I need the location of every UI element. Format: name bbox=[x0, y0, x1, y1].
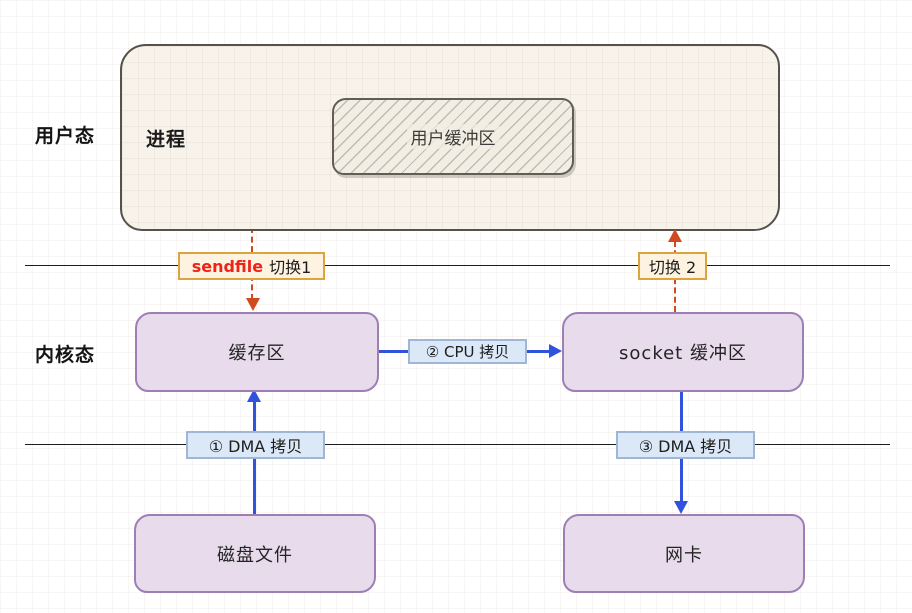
switch1-arrowhead-icon bbox=[246, 298, 260, 311]
switch2-arrowhead-icon bbox=[668, 229, 682, 242]
process-label: 进程 bbox=[146, 128, 187, 150]
socket-buffer-node: socket 缓冲区 bbox=[562, 312, 804, 392]
process-node: 进程 用户缓冲区 bbox=[120, 44, 780, 231]
dma-copy1-label: ① DMA 拷贝 bbox=[208, 437, 303, 456]
disk-file-label: 磁盘文件 bbox=[217, 544, 293, 566]
cpu-copy-arrowhead-icon bbox=[549, 344, 562, 358]
disk-file-node: 磁盘文件 bbox=[134, 514, 376, 593]
switch1-label: 切换1 bbox=[269, 258, 312, 277]
kernel-hardware-boundary-line bbox=[25, 444, 890, 445]
kernel-buffer-label: 缓存区 bbox=[228, 343, 286, 364]
dma-copy3-badge: ③ DMA 拷贝 bbox=[616, 431, 755, 459]
user-buffer-label: 用户缓冲区 bbox=[406, 124, 500, 149]
dma-copy3-arrowhead-icon bbox=[674, 501, 688, 514]
sendfile-switch1-badge: sendfile 切换1 bbox=[178, 252, 325, 280]
switch2-label: 切换 2 bbox=[648, 258, 697, 277]
nic-label: 网卡 bbox=[665, 544, 703, 566]
cpu-copy2-label: ② CPU 拷贝 bbox=[425, 343, 510, 361]
sendfile-keyword: sendfile bbox=[191, 256, 264, 276]
nic-node: 网卡 bbox=[563, 514, 805, 593]
cpu-copy2-badge: ② CPU 拷贝 bbox=[408, 339, 527, 364]
user-buffer-node: 用户缓冲区 bbox=[332, 98, 574, 175]
user-kernel-boundary-line bbox=[25, 265, 890, 266]
dma-copy1-badge: ① DMA 拷贝 bbox=[186, 431, 325, 459]
dma-copy1-arrowhead-icon bbox=[247, 389, 261, 402]
kernel-buffer-node: 缓存区 bbox=[135, 312, 379, 392]
user-mode-label: 用户态 bbox=[35, 125, 96, 147]
dma-copy3-label: ③ DMA 拷贝 bbox=[638, 437, 733, 456]
switch2-badge: 切换 2 bbox=[638, 252, 707, 280]
socket-buffer-label: socket 缓冲区 bbox=[619, 343, 747, 364]
kernel-mode-label: 内核态 bbox=[35, 344, 96, 366]
